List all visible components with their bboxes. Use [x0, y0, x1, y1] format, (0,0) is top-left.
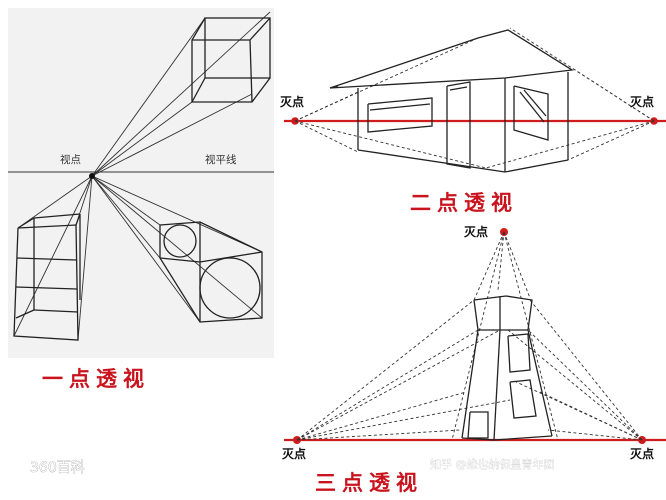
two-point-dashed-rays — [294, 27, 655, 169]
attribution-watermark: 知乎 @维也纳保皇青年团 — [430, 457, 555, 471]
viewpoint-rays — [13, 11, 271, 341]
viewpoint-dot — [89, 173, 95, 179]
vp-left-label: 灭点 — [279, 94, 304, 109]
horizon-label: 视平线 — [205, 153, 237, 166]
vp-right-label: 灭点 — [629, 94, 654, 109]
left-box — [13, 213, 81, 341]
two-point-title: 二点透视 — [410, 190, 518, 215]
two-point-house — [329, 29, 574, 173]
right-box-with-circle — [159, 221, 263, 323]
three-point-title: 三点透视 — [315, 470, 423, 495]
vp-bottom-right-label: 灭点 — [629, 446, 654, 461]
viewpoint-label: 视点 — [60, 153, 81, 166]
one-point-background — [8, 8, 274, 358]
three-point-panel: 灭点 灭点 灭点 — [281, 224, 666, 461]
vp-top-label: 灭点 — [463, 224, 488, 239]
three-point-dashed-rays — [296, 231, 643, 441]
two-point-panel: 灭点 灭点 — [279, 27, 666, 173]
watermark-text: 360百科 — [30, 460, 85, 476]
vp-bottom-left-label: 灭点 — [281, 446, 306, 461]
one-point-panel: 视点 视平线 360百科 — [8, 8, 274, 476]
one-point-title: 一点透视 — [42, 366, 150, 391]
upper-cube — [191, 17, 271, 103]
three-point-tower — [461, 295, 553, 441]
